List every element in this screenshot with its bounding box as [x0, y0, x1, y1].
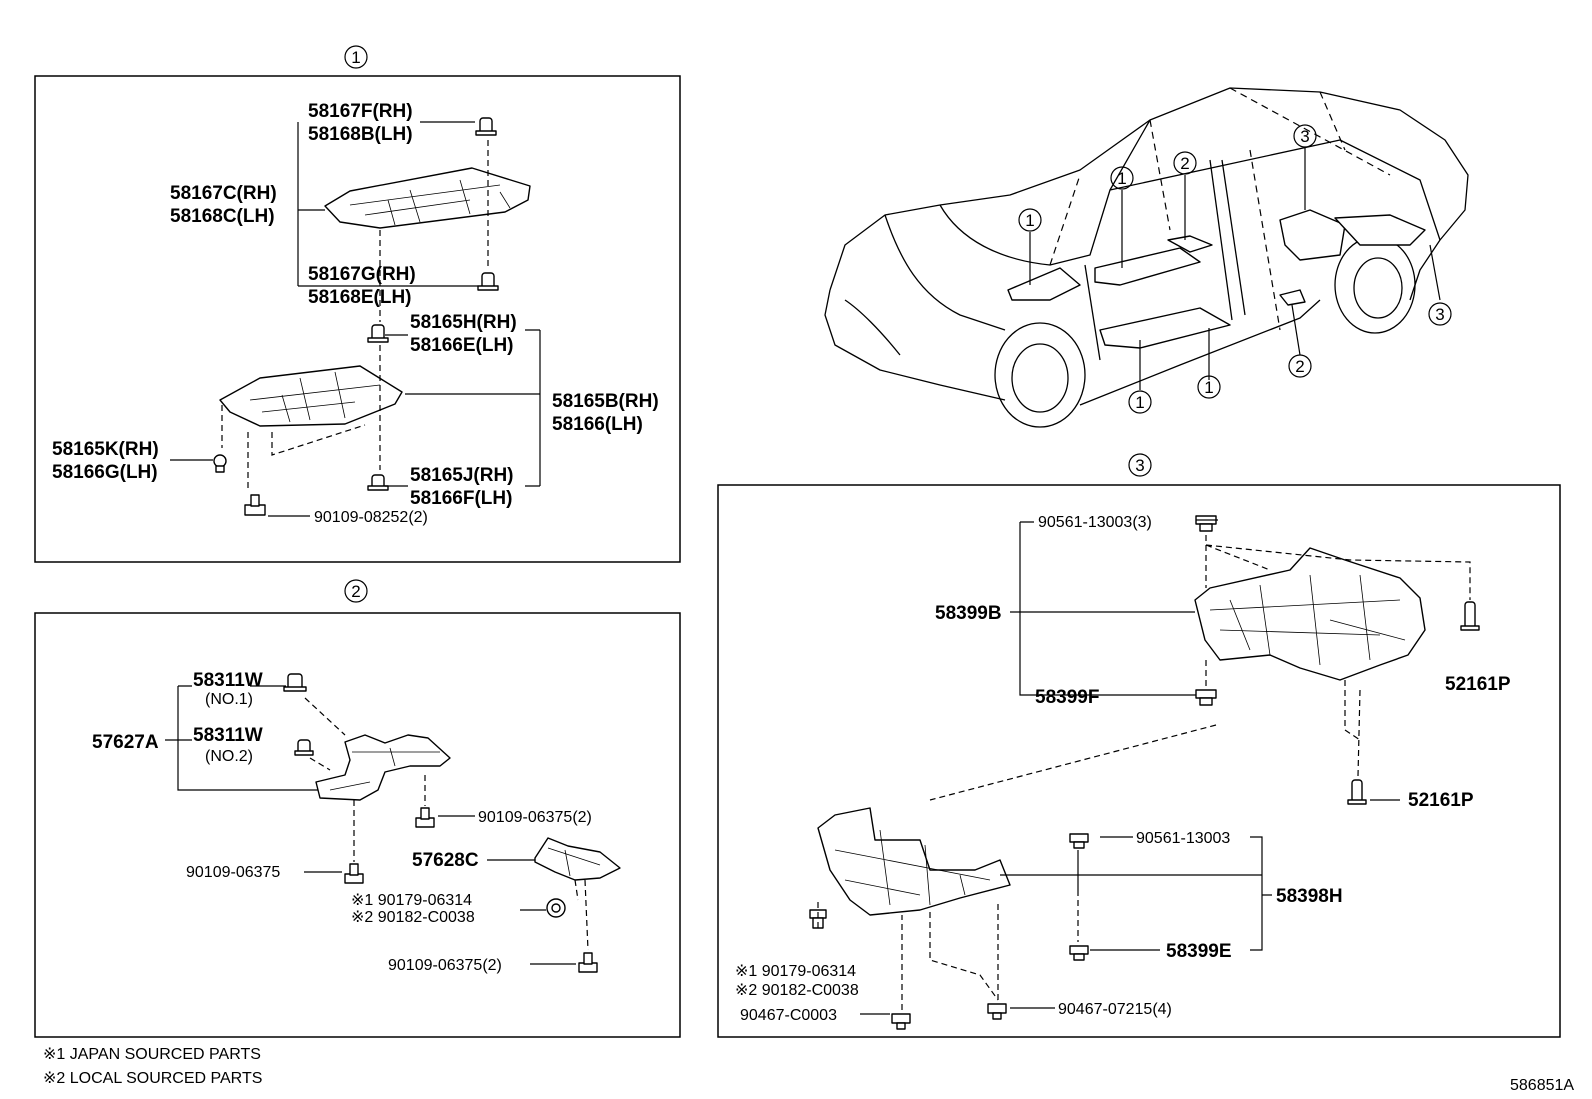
part-label: 58165J(RH): [410, 465, 514, 486]
clip-icon: [367, 324, 389, 343]
part-label: ※2 90182-C0038: [351, 909, 475, 926]
clip-icon: [475, 117, 497, 136]
part-label: 58398H: [1276, 886, 1343, 907]
callout-number: 1: [1025, 211, 1034, 230]
callout-number: 1: [1117, 169, 1126, 188]
bolt-icon: [578, 952, 598, 973]
part-label: 90561-13003: [1136, 830, 1230, 847]
clip-icon: [1460, 601, 1480, 631]
callout-circle-3: [1128, 453, 1152, 477]
callout-number: 1: [1135, 393, 1144, 412]
bolt-icon: [244, 494, 266, 516]
part-label: 90109-06375: [186, 864, 280, 881]
cover-57627A: [315, 734, 451, 801]
group-1-panel: 1 58167F(RH) 58168B(LH) 58167C(RH) 58168…: [34, 45, 681, 563]
part-label: 58399F: [1035, 687, 1099, 708]
part-label: 58166F(LH): [410, 488, 512, 509]
part-label: 58166G(LH): [52, 462, 158, 483]
part-label: 90561-13003(3): [1038, 514, 1152, 531]
nut-icon: [546, 898, 566, 918]
cover-58398H: [817, 807, 1011, 916]
nut-icon: [1195, 689, 1217, 706]
footnote-2: ※2 LOCAL SOURCED PARTS: [43, 1070, 262, 1087]
part-label: 58399B: [935, 603, 1002, 624]
part-label: 58311W: [193, 670, 263, 691]
callout-number: 1: [351, 48, 360, 67]
group-2-frame: [34, 612, 681, 1038]
footnote-1: ※1 JAPAN SOURCED PARTS: [43, 1046, 261, 1063]
part-label: 57628C: [412, 850, 479, 871]
part-label: 58167C(RH): [170, 183, 277, 204]
clip-icon: [283, 673, 307, 692]
part-label: 52161P: [1445, 674, 1511, 695]
part-label: 58165K(RH): [52, 439, 159, 460]
group-2-panel: 2 58311W (NO.1) 57627A 58311W (NO.2) 901…: [34, 579, 681, 1038]
part-label: 57627A: [92, 732, 159, 753]
bolt-icon: [344, 863, 364, 884]
clip-icon: [1347, 779, 1367, 805]
nut-icon: [1069, 945, 1089, 961]
part-label: 90109-06375(2): [478, 809, 592, 826]
part-label: 58166E(LH): [410, 335, 514, 356]
group-1-frame: [34, 75, 681, 563]
part-label: 52161P: [1408, 790, 1474, 811]
callout-number: 2: [1180, 154, 1189, 173]
part-label: ※2 90182-C0038: [735, 982, 859, 999]
bolt-icon: [415, 807, 435, 828]
cover-57628C: [534, 837, 621, 881]
part-label: 58167G(RH): [308, 264, 416, 285]
part-label: 90109-08252(2): [314, 509, 428, 526]
part-label: 58168E(LH): [308, 287, 412, 308]
part-label: 90109-06375(2): [388, 957, 502, 974]
callout-circle-1: [344, 45, 368, 69]
bolt-icon: [987, 1003, 1007, 1020]
part-label: (NO.2): [205, 748, 253, 765]
part-label: 58166(LH): [552, 414, 643, 435]
callout-number: 3: [1135, 456, 1144, 475]
bolt-icon: [213, 454, 227, 473]
clip-icon: [477, 272, 499, 291]
clip-icon: [294, 739, 314, 756]
part-label: ※1 90179-06314: [735, 963, 856, 980]
callout-number: 3: [1435, 305, 1444, 324]
rear-wheel: [1334, 236, 1416, 334]
part-label: (NO.1): [205, 691, 253, 708]
part-label: 58168C(LH): [170, 206, 275, 227]
clip-icon: [367, 474, 389, 491]
part-label: 58167F(RH): [308, 101, 413, 122]
front-wheel: [994, 322, 1086, 428]
part-label: 58165H(RH): [410, 312, 517, 333]
nut-icon: [1069, 833, 1089, 849]
under-cover-lower: [219, 365, 403, 427]
callout-number: 2: [351, 582, 360, 601]
group-3-panel: 3 90561-13003(3) 58399B 58399F 52161P 52…: [717, 453, 1561, 1038]
under-cover-upper: [324, 167, 531, 229]
vehicle-overview: 1 1 2 3 1 1 2 3: [824, 87, 1469, 428]
part-label: 90467-C0003: [740, 1007, 837, 1024]
callout-number: 1: [1204, 378, 1213, 397]
nut-icon: [1195, 515, 1217, 532]
callout-number: 2: [1295, 357, 1304, 376]
diagram-id: 586851A: [1510, 1077, 1574, 1094]
part-label: ※1 90179-06314: [351, 892, 472, 909]
part-label: 58311W: [193, 725, 263, 746]
group-3-frame: [717, 484, 1561, 1038]
part-label: 58168B(LH): [308, 124, 413, 145]
part-label: 58165B(RH): [552, 391, 659, 412]
bolt-icon: [891, 1013, 911, 1030]
callout-circle-2: [344, 579, 368, 603]
part-label: 58399E: [1166, 941, 1232, 962]
cover-58399B: [1194, 547, 1426, 681]
callout-number: 3: [1300, 127, 1309, 146]
part-label: 90467-07215(4): [1058, 1001, 1172, 1018]
